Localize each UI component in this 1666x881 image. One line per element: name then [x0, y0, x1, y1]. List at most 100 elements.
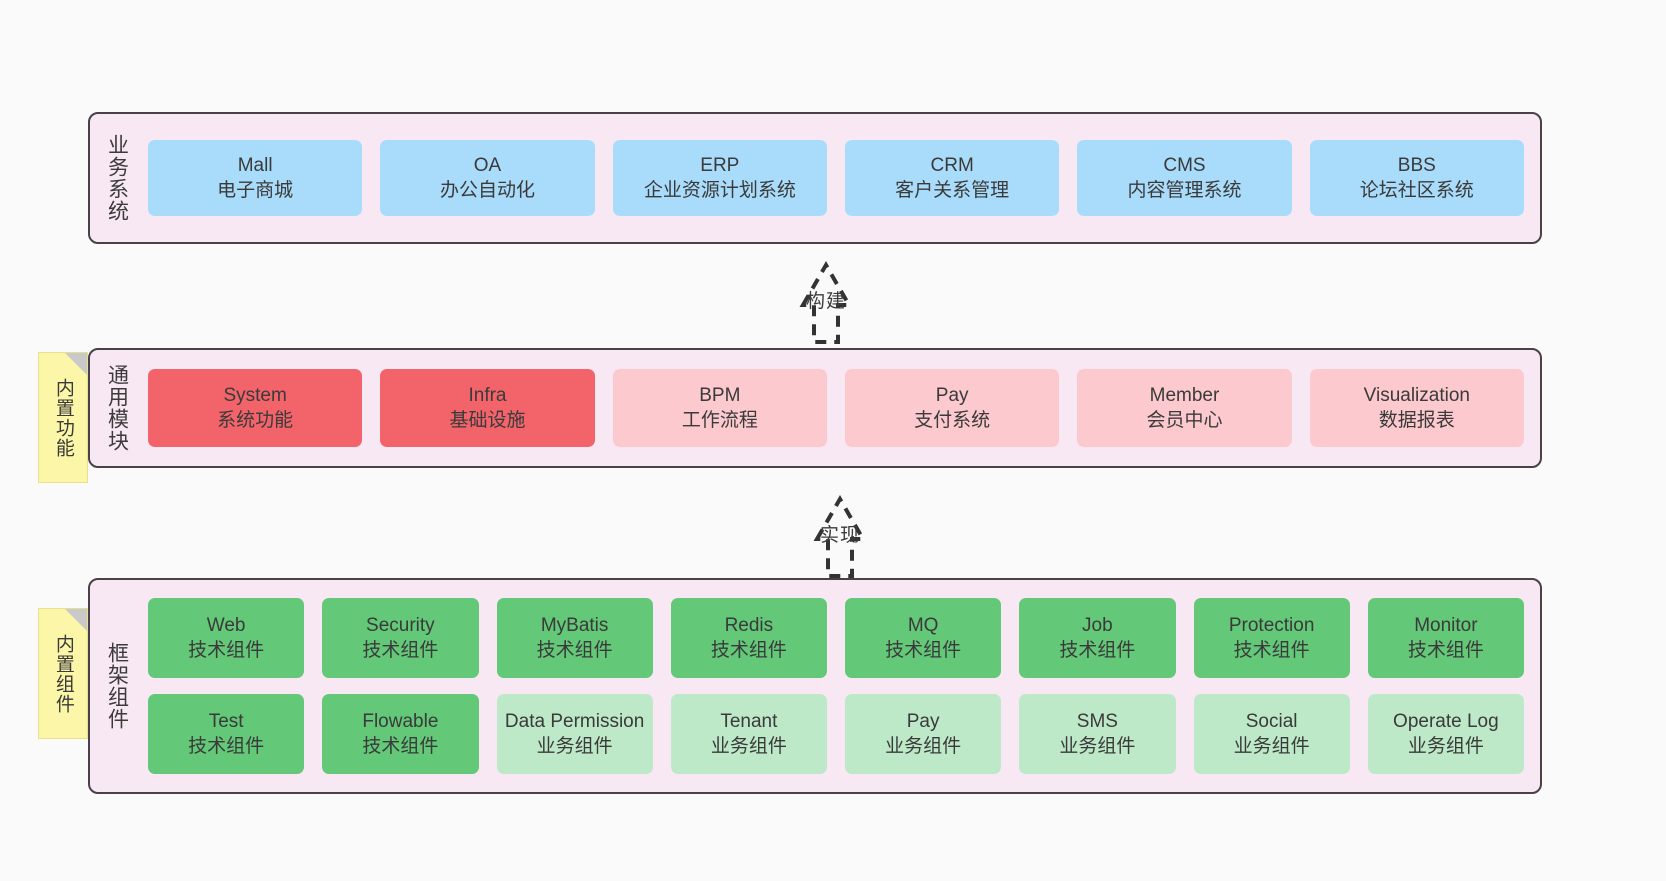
layer-cards-business-system: Mall 电子商城 OA 办公自动化 ERP 企业资源计划系统 CRM 客户关系…	[138, 114, 1540, 242]
card-cn-label: 数据报表	[1378, 410, 1455, 431]
card-row: Web 技术组件 Security 技术组件 MyBatis 技术组件 Redi…	[148, 598, 1524, 678]
card-data-permission[interactable]: Data Permission 业务组件	[496, 694, 653, 774]
card-cn-label: 技术组件	[1233, 640, 1310, 661]
card-cn-label: 技术组件	[710, 640, 787, 661]
folded-corner-icon	[65, 353, 87, 375]
layer-common-module: 通用模块 System 系统功能 Infra 基础设施 BPM 工作流程 Pay…	[88, 348, 1542, 468]
layer-business-system: 业务系统 Mall 电子商城 OA 办公自动化 ERP 企业资源计划系统 CRM…	[88, 112, 1542, 244]
connector-build: 构建	[746, 256, 906, 348]
layer-framework-component: 框架组件 Web 技术组件 Security 技术组件 MyBatis 技术组件…	[88, 578, 1542, 794]
card-en-label: Test	[208, 710, 244, 732]
folded-corner-icon	[65, 609, 87, 631]
card-pay-business[interactable]: Pay 业务组件	[845, 694, 1002, 774]
card-erp[interactable]: ERP 企业资源计划系统	[612, 140, 827, 216]
note-label: 内置功能	[52, 377, 74, 458]
card-cn-label: 技术组件	[1059, 640, 1136, 661]
card-redis[interactable]: Redis 技术组件	[670, 598, 827, 678]
card-en-label: Social	[1245, 710, 1298, 732]
note-builtin-functions: 内置功能	[38, 352, 88, 483]
card-job[interactable]: Job 技术组件	[1019, 598, 1176, 678]
card-mall[interactable]: Mall 电子商城	[148, 140, 363, 216]
layer-title-common-module: 通用模块	[105, 364, 129, 452]
card-en-label: Mall	[237, 154, 273, 176]
card-row: System 系统功能 Infra 基础设施 BPM 工作流程 Pay 支付系统…	[148, 369, 1524, 447]
note-label: 内置组件	[52, 633, 74, 714]
card-cn-label: 工作流程	[681, 410, 758, 431]
card-cn-label: 内容管理系统	[1127, 180, 1242, 201]
card-en-label: System	[223, 384, 287, 406]
card-cn-label: 办公自动化	[439, 180, 535, 201]
card-en-label: Flowable	[362, 710, 439, 732]
card-en-label: SMS	[1076, 710, 1118, 732]
card-en-label: MQ	[907, 614, 939, 636]
card-en-label: Infra	[468, 384, 507, 406]
card-bpm[interactable]: BPM 工作流程	[612, 369, 827, 447]
card-cn-label: 会员中心	[1146, 410, 1223, 431]
card-row: Test 技术组件 Flowable 技术组件 Data Permission …	[148, 694, 1524, 774]
card-oa[interactable]: OA 办公自动化	[380, 140, 595, 216]
card-cn-label: 电子商城	[217, 180, 294, 201]
card-tenant[interactable]: Tenant 业务组件	[670, 694, 827, 774]
card-cn-label: 技术组件	[362, 736, 439, 757]
card-en-label: ERP	[700, 154, 740, 176]
card-cn-label: 支付系统	[914, 410, 991, 431]
card-en-label: CMS	[1163, 154, 1206, 176]
card-row: Mall 电子商城 OA 办公自动化 ERP 企业资源计划系统 CRM 客户关系…	[148, 140, 1524, 216]
card-cn-label: 业务组件	[1059, 736, 1136, 757]
card-operate-log[interactable]: Operate Log 业务组件	[1367, 694, 1524, 774]
layer-cards-framework-component: Web 技术组件 Security 技术组件 MyBatis 技术组件 Redi…	[138, 580, 1540, 792]
card-en-label: Monitor	[1414, 614, 1478, 636]
card-member[interactable]: Member 会员中心	[1077, 369, 1292, 447]
card-test[interactable]: Test 技术组件	[148, 694, 305, 774]
connector-realize: 实现	[760, 490, 920, 582]
card-cn-label: 论坛社区系统	[1359, 180, 1474, 201]
card-mybatis[interactable]: MyBatis 技术组件	[496, 598, 653, 678]
card-web[interactable]: Web 技术组件	[148, 598, 305, 678]
card-en-label: OA	[473, 154, 502, 176]
card-system[interactable]: System 系统功能	[148, 369, 363, 447]
card-en-label: Operate Log	[1393, 710, 1499, 732]
card-cn-label: 业务组件	[536, 736, 613, 757]
card-en-label: Web	[206, 614, 246, 636]
card-social[interactable]: Social 业务组件	[1193, 694, 1350, 774]
card-en-label: BPM	[699, 384, 741, 406]
connector-realize-label: 实现	[819, 525, 860, 546]
connector-build-label: 构建	[805, 291, 846, 312]
card-cn-label: 业务组件	[710, 736, 787, 757]
card-monitor[interactable]: Monitor 技术组件	[1367, 598, 1524, 678]
card-en-label: Security	[366, 614, 435, 636]
card-en-label: BBS	[1397, 154, 1436, 176]
layer-title-framework-component: 框架组件	[105, 642, 129, 730]
card-en-label: Tenant	[720, 710, 778, 732]
layer-cards-common-module: System 系统功能 Infra 基础设施 BPM 工作流程 Pay 支付系统…	[138, 350, 1540, 466]
card-cn-label: 基础设施	[449, 410, 526, 431]
card-en-label: Job	[1082, 614, 1113, 636]
card-cn-label: 业务组件	[885, 736, 962, 757]
card-en-label: CRM	[930, 154, 974, 176]
card-security[interactable]: Security 技术组件	[322, 598, 479, 678]
card-flowable[interactable]: Flowable 技术组件	[322, 694, 479, 774]
card-cn-label: 企业资源计划系统	[643, 180, 796, 201]
card-bbs[interactable]: BBS 论坛社区系统	[1309, 140, 1524, 216]
card-cn-label: 技术组件	[188, 640, 265, 661]
card-pay[interactable]: Pay 支付系统	[844, 369, 1060, 447]
card-cn-label: 技术组件	[885, 640, 962, 661]
card-cn-label: 业务组件	[1407, 736, 1484, 757]
card-en-label: Member	[1149, 384, 1220, 406]
card-en-label: Data Permission	[504, 710, 645, 732]
card-cn-label: 技术组件	[362, 640, 439, 661]
card-cn-label: 技术组件	[188, 736, 265, 757]
layer-title-business-system: 业务系统	[105, 134, 129, 222]
card-en-label: Visualization	[1363, 384, 1470, 406]
card-protection[interactable]: Protection 技术组件	[1193, 598, 1350, 678]
card-en-label: Pay	[906, 710, 940, 732]
card-infra[interactable]: Infra 基础设施	[380, 369, 595, 447]
card-sms[interactable]: SMS 业务组件	[1019, 694, 1176, 774]
card-mq[interactable]: MQ 技术组件	[845, 598, 1002, 678]
card-visualization[interactable]: Visualization 数据报表	[1309, 369, 1524, 447]
card-crm[interactable]: CRM 客户关系管理	[844, 140, 1060, 216]
card-en-label: Redis	[724, 614, 774, 636]
card-cms[interactable]: CMS 内容管理系统	[1077, 140, 1292, 216]
card-cn-label: 业务组件	[1233, 736, 1310, 757]
